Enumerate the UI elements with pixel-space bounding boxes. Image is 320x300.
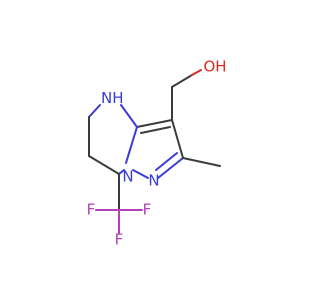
bond-c2-methyl [182,157,221,167]
bond-ch2-o [171,74,193,88]
bond-c3a-nh [120,104,138,128]
atom-label-f-bottom: F [115,231,124,249]
atom-label-oh: OH [203,58,226,76]
bond-c7-n7a [118,169,125,175]
bond-c2-n1 [157,157,184,179]
bond-c6-c7 [88,155,120,175]
bond-n1-n7a [132,169,149,179]
atom-labels: NH N N OH F F F [87,58,227,249]
bond-nh-c5 [88,104,101,118]
bond-ch2-o-red [191,69,202,76]
atom-label-n-bridge: N [122,168,133,186]
atom-label-f-right: F [143,201,152,219]
atom-label-nh: NH [101,89,124,107]
bond-c3a-c3-inner [140,126,171,134]
bond-c2-n1-double [155,152,178,171]
molecule-structure-diagram: NH N N OH F F F [87,58,227,249]
bond-c3a-c3 [136,119,173,128]
bond-n7a-c3a [125,126,138,164]
bond-c3-c2 [171,119,184,159]
bonds [88,69,221,234]
atom-label-n-pyrazole: N [148,172,159,190]
atom-label-f-left: F [87,201,96,219]
